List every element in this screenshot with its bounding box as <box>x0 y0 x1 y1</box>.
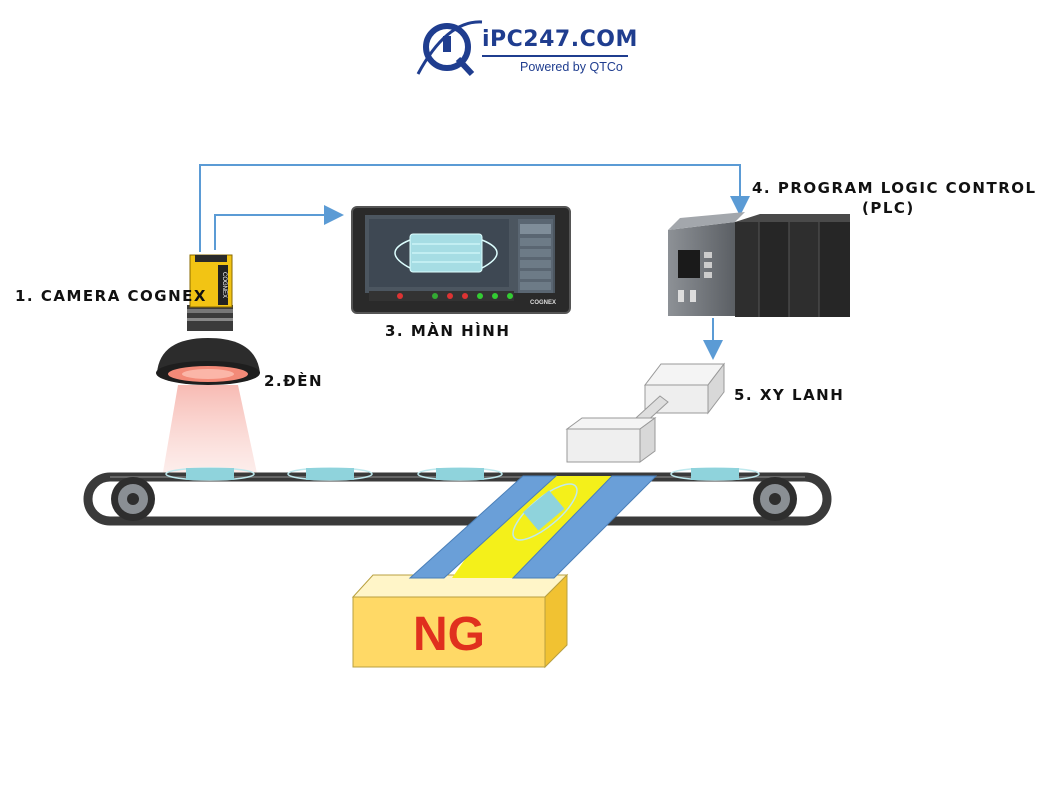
conveyor-belt <box>83 472 832 526</box>
logo-brand: iPC247.COM <box>482 27 638 52</box>
plc-label-line1: 4. PROGRAM LOGIC CONTROL <box>752 179 1037 197</box>
right-gear-icon <box>753 477 797 521</box>
mask-on-screen-icon <box>394 233 498 273</box>
cylinder-label: 5. XY LANH <box>734 386 845 404</box>
camera-to-monitor-arrow <box>214 205 344 250</box>
mask-item-1 <box>165 467 255 481</box>
light-label: 2.ĐÈN <box>264 372 324 390</box>
signal-arrows <box>199 164 750 360</box>
camera-cognex: COGNEX <box>187 254 233 331</box>
logo-divider <box>482 55 628 57</box>
ng-reject-box: NG <box>351 573 569 669</box>
plc-unit <box>668 212 850 317</box>
ng-box-label: NG <box>413 608 485 661</box>
mask-item-3 <box>417 467 503 481</box>
light-dome <box>156 338 260 385</box>
masks-on-conveyor <box>165 467 760 481</box>
reject-chute <box>408 475 658 579</box>
camera-to-plc-arrow <box>199 164 750 252</box>
plc-label-line2: (PLC) <box>862 199 915 217</box>
light-beam <box>162 385 258 478</box>
camera-label: 1. CAMERA COGNEX <box>15 287 207 305</box>
pneumatic-cylinder <box>565 362 726 463</box>
monitor: COGNEX <box>351 206 571 314</box>
logo-icon <box>416 20 483 77</box>
monitor-label: 3. MÀN HÌNH <box>385 322 511 340</box>
monitor-brand-text: COGNEX <box>530 300 556 306</box>
mask-item-2 <box>287 467 373 481</box>
camera-body-text: COGNEX <box>221 272 227 298</box>
mask-item-4 <box>670 467 760 481</box>
left-gear-icon <box>111 477 155 521</box>
logo-tagline: Powered by QTCo <box>520 60 623 74</box>
rejected-mask <box>512 483 578 541</box>
